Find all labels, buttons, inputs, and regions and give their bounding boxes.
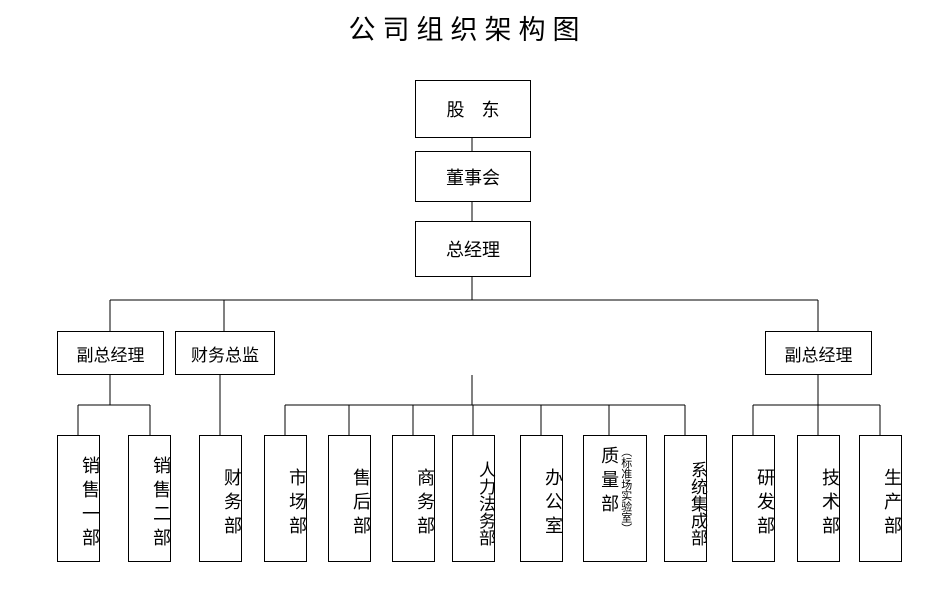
node-board-of-directors[interactable]: 董事会 <box>415 151 531 202</box>
node-production-department[interactable]: 生产部 <box>859 435 902 562</box>
node-business-department[interactable]: 商务部 <box>392 435 435 562</box>
node-rd-department[interactable]: 研发部 <box>732 435 775 562</box>
node-sales-department-one[interactable]: 销售一部 <box>57 435 100 562</box>
node-general-manager[interactable]: 总经理 <box>415 221 531 277</box>
node-hr-legal-department[interactable]: 人力法务部 <box>452 435 495 562</box>
node-marketing-department[interactable]: 市场部 <box>264 435 307 562</box>
page-title: 公司组织架构图 <box>348 15 587 45</box>
node-deputy-general-manager-left[interactable]: 副总经理 <box>57 331 164 375</box>
node-finance-director[interactable]: 财务总监 <box>175 331 275 375</box>
node-quality-department[interactable]: 质量部 （标准场实验室） <box>583 435 647 562</box>
node-finance-department[interactable]: 财务部 <box>199 435 242 562</box>
node-office[interactable]: 办公室 <box>520 435 563 562</box>
node-deputy-general-manager-right[interactable]: 副总经理 <box>765 331 872 375</box>
node-sales-department-two[interactable]: 销售二部 <box>128 435 171 562</box>
quality-department-label: 质量部 <box>599 446 620 518</box>
node-technology-department[interactable]: 技术部 <box>797 435 840 562</box>
quality-department-note: （标准场实验室） <box>619 446 632 534</box>
node-shareholders[interactable]: 股 东 <box>415 80 531 138</box>
node-system-integration-department[interactable]: 系统集成部 <box>664 435 707 562</box>
node-after-sales-department[interactable]: 售后部 <box>328 435 371 562</box>
